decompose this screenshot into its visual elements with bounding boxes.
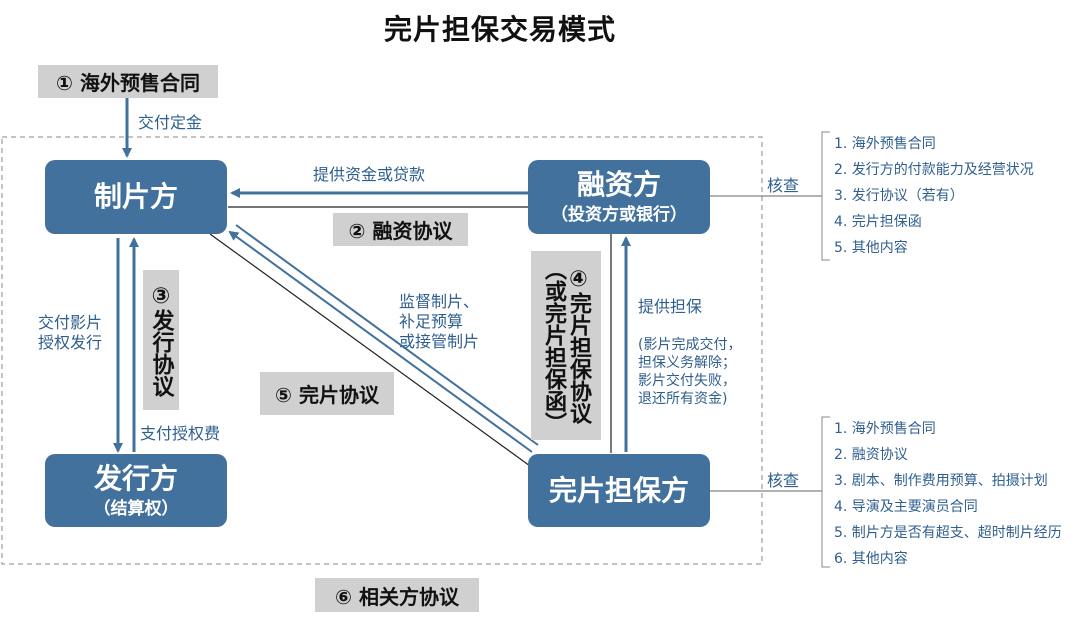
tag-completion-agreement: ⑤ 完片协议 [260,372,394,415]
label-license-fee: 支付授权费 [140,424,221,443]
node-distributor-sublabel: （结算权） [93,498,179,519]
verify-list-2: 1. 海外预售合同 2. 融资协议 3. 剧本、制作费用预算、拍摄计划 4. 导… [834,416,1062,572]
list-item: 3. 剧本、制作费用预算、拍摄计划 [834,473,1048,489]
node-producer-label: 制片方 [93,180,178,213]
node-guarantor-label: 完片担保方 [548,473,689,507]
node-guarantor: 完片担保方 [528,454,710,527]
bracket-verify-2 [821,416,830,568]
verify-list-1: 1. 海外预售合同 2. 发行方的付款能力及经营状况 3. 发行协议（若有） 4… [834,131,1034,261]
label-guarantee-note-2: 担保义务解除； [638,355,736,371]
node-distributor: 发行方 （结算权） [45,454,227,527]
tag-distribution-agreement: ③发行协议 [143,270,179,410]
list-item: 1. 海外预售合同 [834,136,936,152]
dashed-boundary [1,136,763,565]
tag-financing-agreement: ② 融资协议 [333,213,468,246]
tag-overseas-presale: ① 海外预售合同 [38,65,218,98]
arrow-supervise-b [235,224,539,446]
list-item: 4. 完片担保函 [834,214,922,230]
page-title: 完片担保交易模式 [383,13,616,46]
tag-guarantee-agreement: ④完片担保协议（或完片担保函） [531,251,601,440]
list-item: 5. 其他内容 [834,240,908,256]
label-supervise-line1: 监督制片、 [399,292,480,311]
label-supervise-line3: 或接管制片 [399,332,480,351]
arrow-supervise-a [228,230,533,453]
list-item: 2. 发行方的付款能力及经营状况 [834,162,1034,178]
label-guarantee-note-3: 影片交付失败， [638,373,736,389]
label-guarantee: 提供担保 [638,297,703,316]
label-verify-1: 核查 [767,176,800,195]
label-supervise: 监督制片、 补足预算 或接管制片 [399,292,479,352]
label-deliver-line1: 交付影片 [38,313,103,332]
bracket-verify-1 [821,131,830,261]
list-item: 5. 制片方是否有超支、超时制片经历 [834,525,1062,541]
label-guarantee-note: (影片完成交付， 担保义务解除； 影片交付失败， 退还所有资金) [638,336,741,408]
node-financier-label: 融资方 [576,168,661,201]
node-financier-sublabel: （投资方或银行） [551,205,687,225]
node-producer: 制片方 [45,160,227,234]
label-deposit: 交付定金 [138,113,203,132]
list-item: 2. 融资协议 [834,447,908,463]
label-deliver-film: 交付影片 授权发行 [38,313,102,353]
node-financier: 融资方 （投资方或银行） [528,160,710,234]
line-completion-agreement [209,233,531,467]
label-supervise-line2: 补足预算 [399,312,464,331]
list-item: 4. 导演及主要演员合同 [834,499,978,515]
label-verify-2: 核查 [767,471,800,490]
label-guarantee-note-1: (影片完成交付， [638,337,742,353]
list-item: 6. 其他内容 [834,551,908,567]
list-item: 1. 海外预售合同 [834,421,936,437]
node-distributor-label: 发行方 [93,461,178,495]
label-deliver-line2: 授权发行 [38,333,103,352]
label-provide-funds: 提供资金或贷款 [313,165,426,184]
list-item: 3. 发行协议（若有） [834,188,964,204]
label-guarantee-note-4: 退还所有资金) [638,391,728,407]
tag-related-party-agreement: ⑥ 相关方协议 [315,578,479,612]
